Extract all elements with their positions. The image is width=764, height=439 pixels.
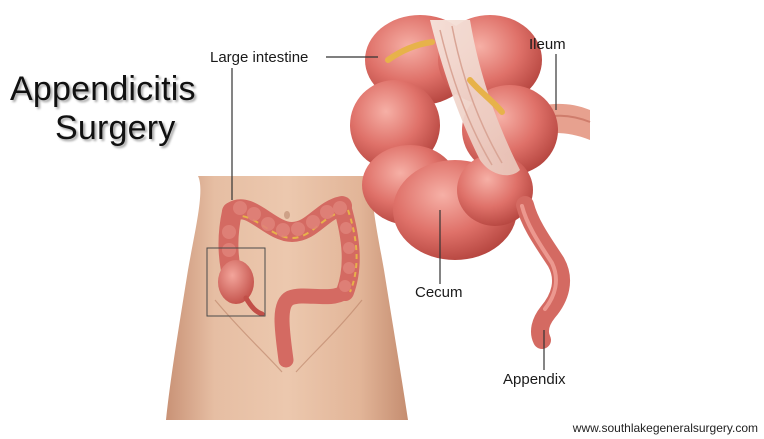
page-title-line-2: Surgery	[55, 109, 175, 148]
navel	[284, 211, 290, 219]
page-title-line-1: Appendicitis	[10, 70, 196, 109]
label-appendix: Appendix	[503, 371, 566, 388]
label-large-intestine: Large intestine	[210, 49, 308, 66]
website-watermark: www.southlakegeneralsurgery.com	[573, 421, 758, 435]
label-cecum: Cecum	[415, 284, 463, 301]
label-ileum: Ileum	[529, 36, 566, 53]
cecum-small	[218, 260, 254, 304]
